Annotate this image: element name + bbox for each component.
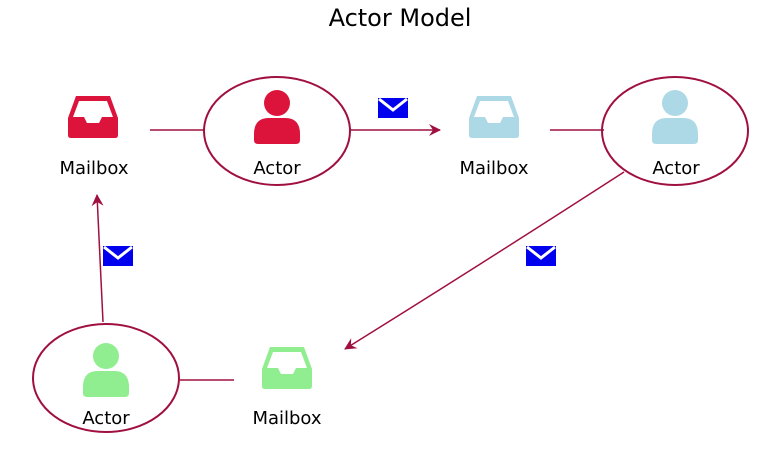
user-blue-shape: [652, 90, 698, 144]
actor-blue: Actor: [652, 90, 700, 179]
user-icon: [652, 90, 698, 144]
actor-ellipses: [32, 76, 749, 433]
edge-actor-green-to-mailbox-red: [91, 194, 104, 323]
mailbox-green: Mailbox: [252, 347, 322, 429]
envelope-left-shape: [103, 245, 133, 266]
actor-green-ellipse: [32, 323, 180, 433]
actor-blue-label: Actor: [652, 158, 700, 179]
inbox-tray-icon: [469, 96, 519, 138]
actor-red-ellipse: [203, 76, 351, 186]
mailbox-blue: Mailbox: [459, 96, 529, 179]
mailbox-red: Mailbox: [59, 96, 129, 179]
inbox-tray-green-shape: [262, 347, 312, 389]
inbox-tray-red-shape: [68, 96, 118, 138]
user-red-shape: [254, 90, 300, 144]
actor-red: Actor: [253, 90, 301, 179]
diagram-title: Actor Model: [329, 4, 472, 32]
user-icon: [83, 343, 129, 397]
envelope-diagonal-shape: [526, 245, 556, 266]
user-icon: [254, 90, 300, 144]
envelope-icon: [526, 245, 556, 266]
inbox-tray-icon: [262, 347, 312, 389]
mailbox-green-label: Mailbox: [252, 408, 321, 429]
user-green-shape: [83, 343, 129, 397]
envelope-icon: [103, 245, 133, 266]
actor-blue-ellipse: [601, 76, 749, 186]
edge-actor-blue-to-mailbox-green: [344, 171, 625, 350]
envelope-top-shape: [378, 97, 408, 118]
inbox-tray-icon: [68, 96, 118, 138]
mailbox-red-label: Mailbox: [59, 158, 128, 179]
edges: [91, 124, 625, 381]
envelope-icon: [378, 97, 408, 118]
actor-green-label: Actor: [82, 408, 130, 429]
mailbox-blue-label: Mailbox: [459, 158, 528, 179]
actor-green: Actor: [82, 343, 130, 429]
inbox-tray-blue-shape: [469, 96, 519, 138]
actor-red-label: Actor: [253, 158, 301, 179]
